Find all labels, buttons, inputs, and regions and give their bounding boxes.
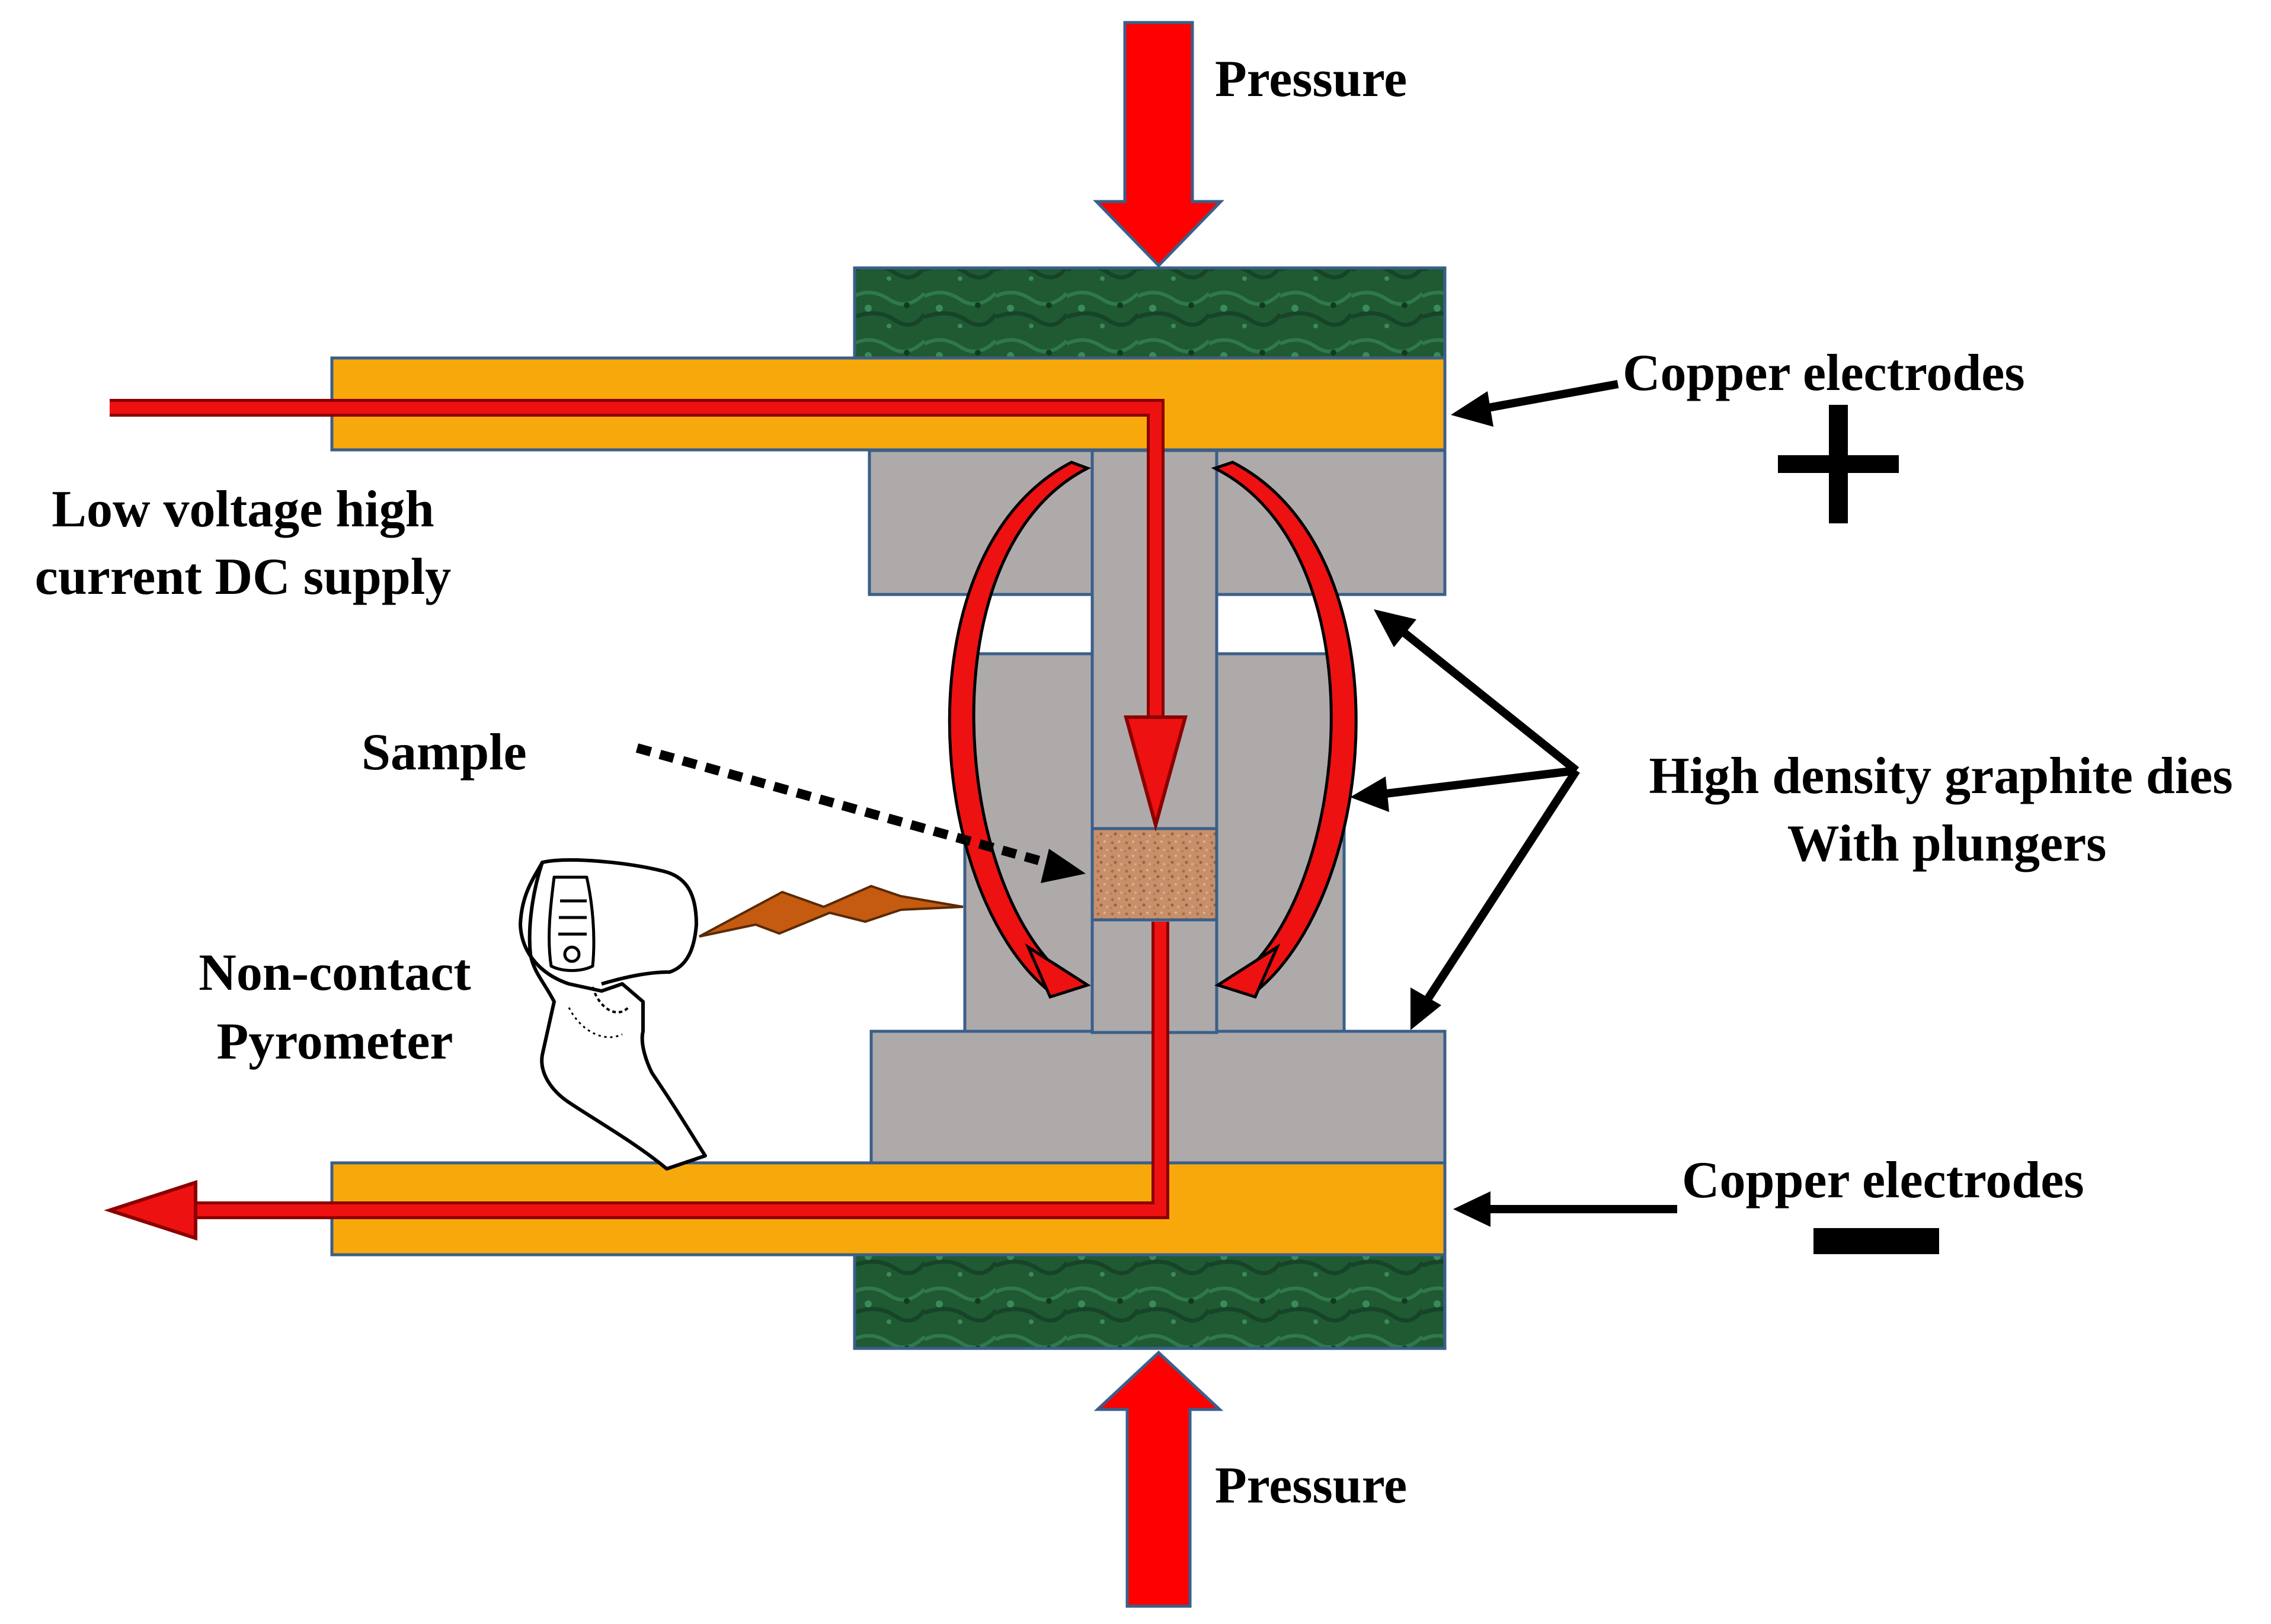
pressure-arrow-top — [1093, 21, 1224, 268]
copper-top-label: Copper electrodes — [1623, 344, 2025, 402]
dies-label-line1: High density graphite dies — [1649, 747, 2232, 805]
pressure-top-label: Pressure — [1215, 50, 1407, 108]
lightning-icon — [699, 884, 964, 938]
copper-bottom-label: Copper electrodes — [1682, 1152, 2084, 1209]
pressure-arrow-bottom — [1093, 1350, 1224, 1608]
polarity-minus-icon — [1813, 1228, 1939, 1254]
sample-pointer-arrow — [635, 743, 1086, 883]
supply-label-line2: current DC supply — [35, 548, 451, 606]
pressure-bottom-label: Pressure — [1215, 1457, 1407, 1514]
insulator-top — [853, 266, 1447, 360]
current-curve-left — [948, 461, 1092, 999]
current-curve-right — [1211, 461, 1358, 999]
current-path-in — [110, 399, 1188, 832]
insulator-bottom — [853, 1253, 1447, 1350]
dies-label-line2: With plungers — [1787, 815, 2107, 872]
sample-label: Sample — [362, 724, 527, 781]
graphite-pointers — [1350, 609, 1580, 1030]
sample — [1090, 827, 1218, 922]
supply-label-line1: Low voltage high — [52, 481, 434, 538]
current-path-out — [104, 922, 1169, 1241]
polarity-plus-icon — [1778, 405, 1899, 523]
pyrometer-icon — [519, 858, 707, 1171]
pyrometer-label-line1: Non-contact — [199, 944, 471, 1002]
pyrometer-label-line2: Pyrometer — [216, 1013, 453, 1070]
copper-bottom-pointer — [1453, 1191, 1677, 1227]
copper-top-pointer — [1451, 380, 1619, 427]
